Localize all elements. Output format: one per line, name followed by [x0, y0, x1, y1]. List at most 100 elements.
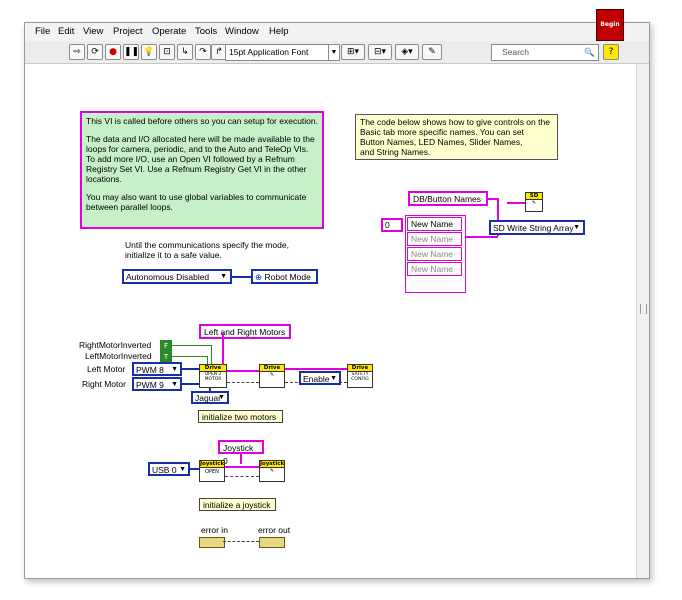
method-label: SD Write String Array	[493, 223, 574, 233]
comment-line: You may also want to use global variable…	[86, 192, 307, 202]
mode-note-line: initialize it to a safe value.	[125, 250, 222, 260]
cleanup-diagram-icon[interactable]: ✎	[422, 44, 442, 60]
comment-line: Button Names, LED Names, Slider Names,	[360, 137, 523, 147]
sd-write-vi[interactable]: SD ✎	[525, 192, 543, 212]
comment-names: The code below shows how to give control…	[355, 114, 558, 160]
distribute-objects-icon[interactable]: ⊟▾	[368, 44, 392, 60]
comment-line: between parallel loops.	[86, 202, 173, 212]
db-button-names-header: DB/Button Names	[408, 191, 488, 206]
menu-window[interactable]: Window	[225, 26, 259, 37]
error-wire	[227, 382, 259, 384]
wire	[497, 198, 499, 236]
font-select-value: 15pt Application Font	[229, 47, 309, 57]
highlight-execution-icon[interactable]: 💡	[141, 44, 157, 60]
controller-type-select[interactable]: Jaguar ▼	[191, 391, 229, 404]
mode-note: Until the communications specify the mod…	[125, 240, 325, 260]
name-item[interactable]: New Name	[407, 217, 462, 231]
font-select[interactable]: 15pt Application Font ▼	[225, 44, 340, 61]
wire	[211, 345, 212, 365]
error-out-label: error out	[258, 525, 291, 535]
globe-icon: ⊕	[255, 272, 263, 282]
menu-view[interactable]: View	[83, 26, 104, 37]
retain-wire-values-icon[interactable]: ⊡	[159, 44, 175, 60]
pencil-icon: ✎	[269, 468, 275, 474]
comment-line: Registry Set VI. Use a Refnum Registry G…	[86, 164, 307, 174]
align-objects-icon[interactable]: ⊞▾	[341, 44, 365, 60]
joystick-title: Joystick 0	[218, 440, 264, 466]
comment-line: loops for camera, periodic, and to the A…	[86, 144, 309, 154]
menu-operate[interactable]: Operate	[152, 26, 187, 37]
step-over-icon[interactable]: ↷	[195, 44, 211, 60]
robot-mode-global: ⊕ Robot Mode	[251, 269, 318, 284]
pwm-value: PWM 9	[136, 380, 164, 390]
name-item[interactable]: New Name	[407, 262, 462, 276]
joystick-title-text: Joystick 0	[223, 443, 254, 466]
search-icon: 🔍	[584, 47, 595, 57]
chevron-down-icon: ▼	[179, 466, 186, 473]
reorder-icon[interactable]: ◈▾	[395, 44, 419, 60]
pwm-value: PWM 8	[136, 365, 164, 375]
robot-mode-label: Robot Mode	[264, 272, 311, 282]
vi-icon-label: Begin	[600, 21, 620, 28]
left-motor-inverted-label: LeftMotorInverted	[85, 351, 152, 361]
bool-value: F	[163, 342, 169, 350]
motors-title: Left and Right Motors	[199, 324, 291, 339]
open-2motor-label: OPEN 2 MOTOR	[204, 372, 222, 382]
wire	[225, 466, 259, 468]
help-icon[interactable]: ?	[603, 44, 619, 60]
left-motor-pwm-select[interactable]: PWM 8 ▼	[132, 362, 182, 376]
error-in-cluster[interactable]	[199, 537, 225, 548]
right-motor-pwm-select[interactable]: PWM 9 ▼	[132, 377, 182, 391]
name-item[interactable]: New Name	[407, 247, 462, 261]
wire	[222, 333, 224, 365]
wire	[171, 356, 207, 357]
error-out-cluster[interactable]	[259, 537, 285, 548]
pencil-icon: ✎	[531, 200, 537, 206]
autonomous-mode-select[interactable]: Autonomous Disabled ▼	[122, 269, 232, 284]
enable-select[interactable]: Enable ▼	[299, 371, 341, 385]
abort-icon[interactable]: ●	[105, 44, 121, 60]
run-arrow-icon[interactable]: ⇨	[69, 44, 85, 60]
block-diagram[interactable]: This VI is called before others so you c…	[25, 64, 629, 578]
drive-safety-config-vi[interactable]: Drive SAFETY CONFIG	[347, 364, 373, 388]
usb-value: USB 0	[152, 465, 177, 475]
wire	[207, 356, 208, 368]
comment-line: This VI is called before others so you c…	[86, 116, 318, 126]
search-input[interactable]: Search 🔍	[491, 44, 599, 61]
step-into-icon[interactable]: ↳	[177, 44, 193, 60]
left-motor-label: Left Motor	[87, 364, 126, 374]
comment-line: and String Names.	[360, 147, 431, 157]
error-wire	[225, 476, 259, 478]
name-item[interactable]: New Name	[407, 232, 462, 246]
wire	[227, 370, 261, 372]
menu-edit[interactable]: Edit	[58, 26, 75, 37]
run-continuously-icon[interactable]: ⟳	[87, 44, 103, 60]
wire	[209, 388, 211, 392]
joystick-open-vi[interactable]: Joystick OPEN	[199, 460, 225, 482]
menu-tools[interactable]: Tools	[195, 26, 218, 37]
chevron-down-icon: ▼	[171, 366, 178, 373]
usb-port-select[interactable]: USB 0 ▼	[148, 462, 190, 476]
wire	[240, 454, 242, 464]
drive-open-2motor-vi[interactable]: Drive OPEN 2 MOTOR	[199, 364, 227, 388]
scroll-thumb-grip[interactable]	[640, 304, 647, 314]
menu-project[interactable]: Project	[113, 26, 143, 37]
array-index[interactable]: 0	[381, 218, 403, 232]
pencil-icon: ✎	[269, 372, 275, 378]
joystick-vi[interactable]: Joystick ✎	[259, 460, 285, 482]
right-motor-label: Right Motor	[82, 379, 126, 389]
chevron-down-icon: ▼	[171, 381, 178, 388]
menu-file[interactable]: File	[35, 26, 51, 37]
vertical-scrollbar[interactable]	[636, 64, 649, 578]
toolbar: ⇨ ⟳ ● ❚❚ 💡 ⊡ ↳ ↷ ↱ 15pt Application Font…	[25, 41, 649, 64]
comment-line: The data and I/O allocated here will be …	[86, 134, 315, 144]
joystick-note: initialize a joystick	[199, 498, 276, 511]
comment-line: To add more I/O, use an Open VI followed…	[86, 154, 295, 164]
comment-line: locations.	[86, 174, 122, 184]
pause-icon[interactable]: ❚❚	[123, 44, 139, 60]
drive-vi[interactable]: Drive ✎	[259, 364, 285, 388]
safety-config-label: SAFETY CONFIG	[351, 372, 369, 382]
wire	[465, 236, 498, 238]
menu-help[interactable]: Help	[269, 26, 289, 37]
sd-write-method-select[interactable]: SD Write String Array ▼	[489, 220, 585, 235]
